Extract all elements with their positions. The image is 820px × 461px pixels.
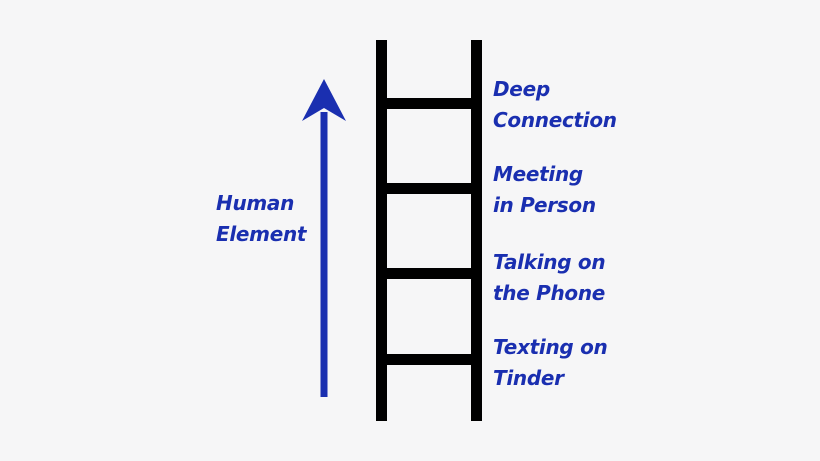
ladder-rung-4 (381, 354, 477, 365)
axis-label-line-1: Human (216, 191, 295, 215)
rung-label-line: in Person (493, 193, 596, 217)
rung-label-meeting-in-person: Meeting in Person (493, 159, 596, 221)
rung-label-line: Tinder (493, 366, 564, 390)
ladder-rung-1 (381, 98, 477, 109)
rung-label-line: the Phone (493, 281, 606, 305)
rung-label-talking-on-the-phone: Talking on the Phone (493, 247, 606, 309)
up-arrow-icon (302, 79, 346, 397)
ladder-left-rail (376, 40, 387, 421)
arrow-head (302, 79, 346, 121)
rung-label-line: Talking on (493, 250, 606, 274)
rung-label-line: Deep (493, 77, 550, 101)
ladder-rung-3 (381, 268, 477, 279)
ladder-rung-2 (381, 183, 477, 194)
axis-label-line-2: Element (216, 222, 307, 246)
rung-label-texting-on-tinder: Texting on Tinder (493, 332, 608, 394)
rung-label-line: Connection (493, 108, 617, 132)
rung-label-deep-connection: Deep Connection (493, 74, 617, 136)
rung-label-line: Texting on (493, 335, 608, 359)
human-element-label: Human Element (216, 188, 306, 250)
ladder-right-rail (471, 40, 482, 421)
rung-label-line: Meeting (493, 162, 583, 186)
ladder-icon (376, 40, 482, 421)
